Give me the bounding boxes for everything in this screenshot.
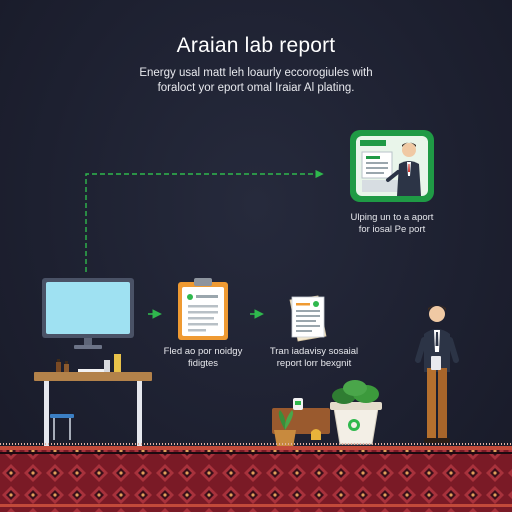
page-subtitle: Energy usal matt leh loaurly eccorogiule… [0, 66, 512, 96]
report-caption-line-2: report lorr bexgnit [276, 358, 352, 369]
large-plant [330, 380, 382, 445]
desk [34, 354, 152, 451]
person-figure [415, 305, 459, 443]
persian-rug [0, 443, 512, 512]
upload-caption: Ulping un to a aport for iosal Pe port [330, 212, 454, 236]
checklist-caption-line-2: fidigtes [187, 358, 219, 369]
report-caption: Tran iadavisy sosaial report lorr bexgni… [258, 346, 370, 370]
upload-panel [350, 130, 434, 202]
upload-connector-arrow [85, 169, 324, 272]
report-caption-line-1: Tran iadavisy sosaial [269, 346, 359, 357]
monitor [42, 278, 134, 349]
subtitle-line-2: foraloct yor eport omal Iraiar Al platin… [157, 82, 355, 94]
checklist-caption: Fled ao por noidgy fidigtes [150, 346, 256, 370]
checklist-caption-line-1: Fled ao por noidgy [163, 346, 243, 357]
page-title: Araian lab report [176, 34, 336, 57]
report-document [289, 295, 327, 342]
small-plant [272, 398, 330, 448]
upload-caption-line-2: for iosal Pe port [358, 224, 426, 235]
subtitle-line-1: Energy usal matt leh loaurly eccorogiule… [139, 67, 373, 79]
upload-caption-line-1: Ulping un to a aport [350, 212, 434, 223]
checklist-clipboard [178, 278, 228, 340]
